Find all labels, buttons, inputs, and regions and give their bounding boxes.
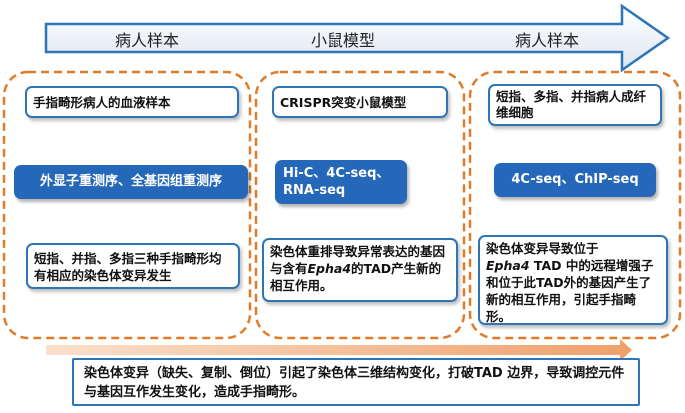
col2-method-box: Hi-C、4C-seq、RNA-seq — [275, 160, 407, 204]
header-label-patient-1: 病人样本 — [114, 31, 179, 50]
col1-method-text: 外显子重测序、全基因组重测序 — [39, 174, 222, 189]
col3-result-text-a: 染色体变异导致位于 — [486, 241, 599, 256]
header-label-mouse: 小鼠模型 — [310, 31, 375, 50]
summary-arrow — [46, 339, 632, 361]
col2-result-text-b: 的TAD产生新的相互作用。 — [270, 261, 442, 293]
col1-sample-box: 手指畸形病人的血液样本 — [25, 86, 239, 118]
col2-model-text: CRISPR突变小鼠模型 — [280, 94, 407, 110]
flow-arrow — [44, 3, 671, 73]
summary-box: 染色体变异（缺失、复制、倒位）引起了染色体三维结构变化，打破TAD 边界，导致调… — [72, 358, 640, 406]
col3-method-text: 4C-seq、ChIP-seq — [511, 172, 639, 187]
col1-result-text: 短指、并指、多指三种手指畸形均有相应的染色体变异发生 — [34, 251, 222, 283]
dashed-group-1 — [2, 70, 252, 340]
col1-result-box: 短指、并指、多指三种手指畸形均有相应的染色体变异发生 — [26, 243, 240, 289]
col2-gene-name: Epha4 — [307, 261, 352, 276]
dashed-group-2 — [254, 70, 466, 340]
col2-method-text: Hi-C、4C-seq、RNA-seq — [283, 166, 390, 198]
col3-result-text-b: TAD 中的远程增强子和位于此TAD外的基因产生了新的相互作用，引起手指畸形。 — [486, 258, 654, 324]
col3-sample-text: 短指、多指、并指病人成纤维细胞 — [496, 89, 647, 120]
header-label-patient-2: 病人样本 — [514, 31, 579, 50]
col2-result-text-a: 染色体重排导致异常表达的基因与含有 — [270, 244, 446, 276]
col2-result-box: 染色体重排导致异常表达的基因与含有Epha4的TAD产生新的相互作用。 — [262, 238, 458, 302]
col1-sample-text: 手指畸形病人的血液样本 — [33, 94, 171, 110]
summary-text: 染色体变异（缺失、复制、倒位）引起了染色体三维结构变化，打破TAD 边界，导致调… — [84, 366, 625, 400]
dashed-group-3 — [468, 70, 682, 340]
col3-gene-name: Epha4 — [486, 258, 530, 273]
col3-method-box: 4C-seq、ChIP-seq — [494, 163, 656, 197]
col2-model-box: CRISPR突变小鼠模型 — [272, 86, 448, 118]
col3-sample-box: 短指、多指、并指病人成纤维细胞 — [488, 84, 662, 126]
col3-result-box: 染色体变异导致位于 Epha4 TAD 中的远程增强子和位于此TAD外的基因产生了… — [478, 235, 668, 325]
col1-method-box: 外显子重测序、全基因组重测序 — [14, 165, 248, 199]
